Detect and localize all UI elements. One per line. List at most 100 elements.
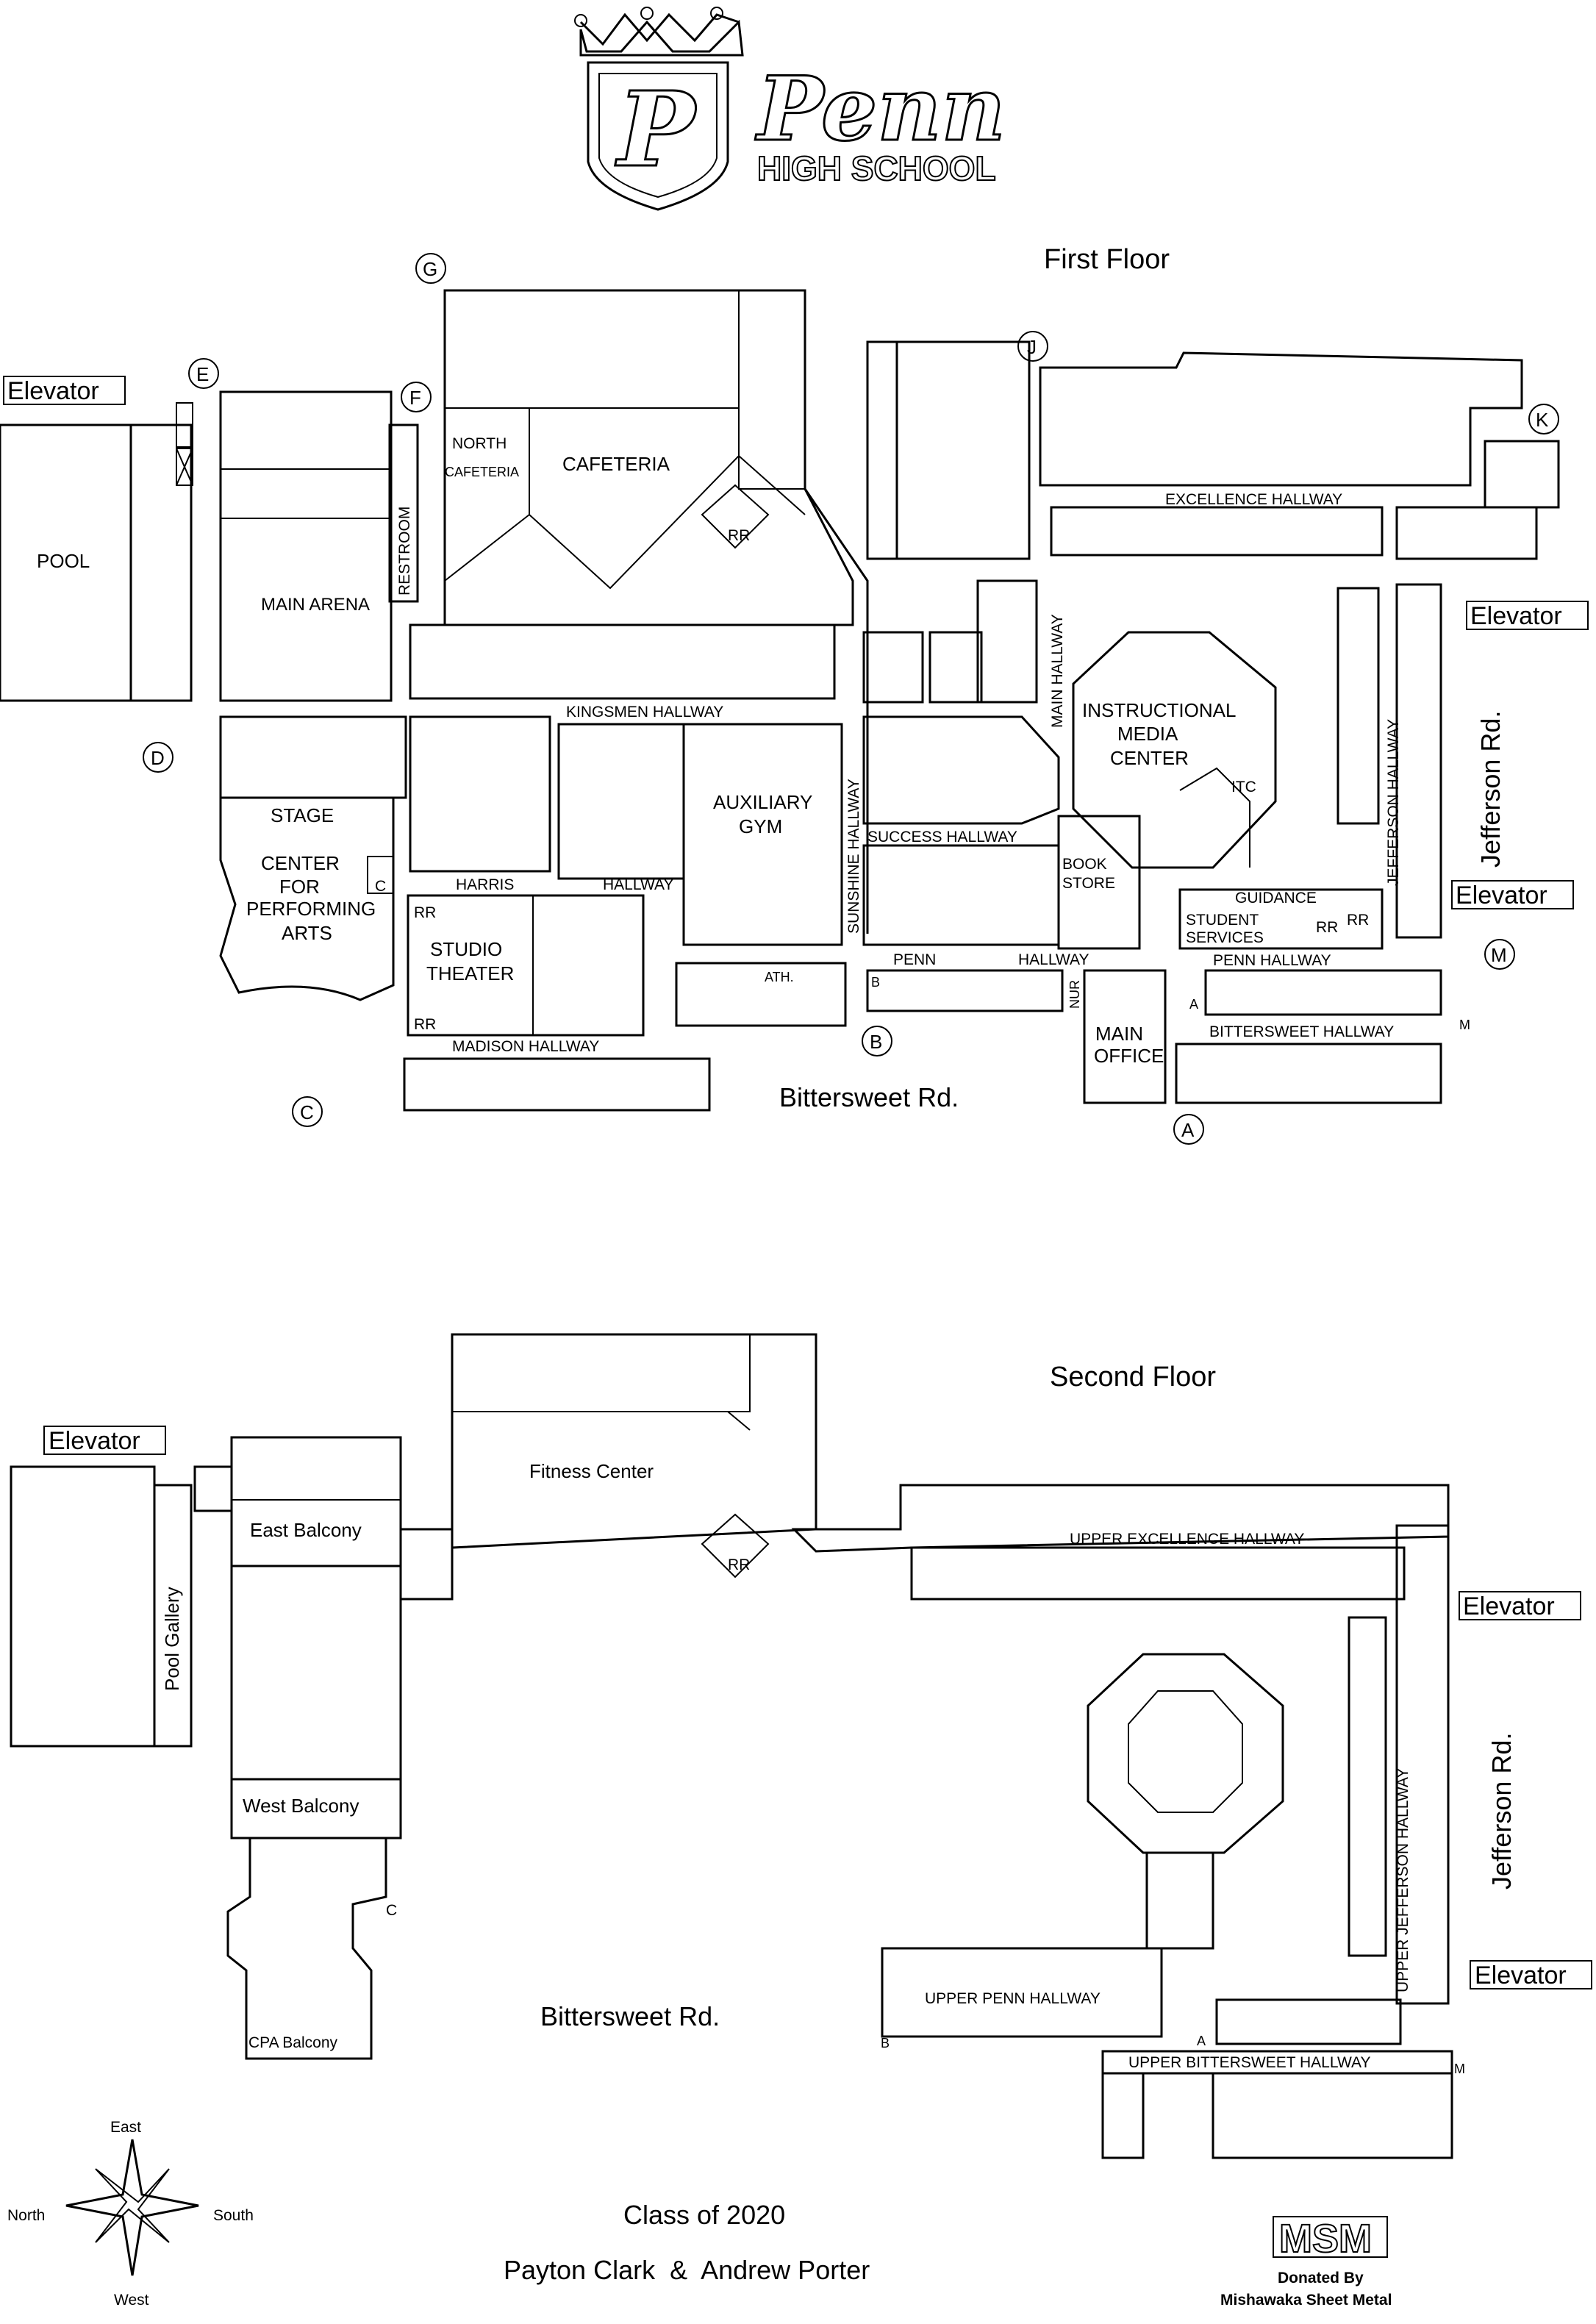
svg-text:A: A <box>1197 2034 1206 2048</box>
svg-text:MEDIA: MEDIA <box>1117 723 1178 745</box>
svg-text:M: M <box>1491 944 1507 966</box>
svg-text:A: A <box>1181 1119 1195 1141</box>
svg-text:HALLWAY: HALLWAY <box>603 876 673 893</box>
svg-text:Elevator: Elevator <box>7 377 99 405</box>
elevator-east-south: Elevator <box>1451 880 1574 909</box>
east-balcony <box>230 1436 402 1567</box>
fitness-center <box>451 1333 817 1549</box>
svg-text:RR: RR <box>728 1556 750 1573</box>
class-credit: Class of 2020 <box>623 2200 785 2230</box>
svg-text:PENN HALLWAY: PENN HALLWAY <box>1213 952 1331 969</box>
svg-text:M: M <box>1454 2062 1465 2076</box>
svg-text:B: B <box>871 975 880 990</box>
svg-text:M: M <box>1459 1018 1470 1032</box>
elevator-east-north: Elevator <box>1466 601 1589 630</box>
svg-text:MAIN ARENA: MAIN ARENA <box>261 595 370 615</box>
svg-text:RR: RR <box>728 527 750 544</box>
msm-donor-logo: MSM <box>1273 2216 1388 2262</box>
svg-text:CAFETERIA: CAFETERIA <box>562 453 670 475</box>
svg-text:G: G <box>423 258 437 280</box>
svg-text:RR: RR <box>1347 912 1369 929</box>
compass-rose: North South East West <box>7 2119 254 2309</box>
elevator-2f-east-south: Elevator <box>1470 1960 1592 1989</box>
student-services <box>1178 888 1384 950</box>
svg-text:THEATER: THEATER <box>426 962 514 984</box>
svg-text:UPPER BITTERSWEET HALLWAY: UPPER BITTERSWEET HALLWAY <box>1128 2054 1370 2071</box>
svg-text:C: C <box>386 1902 397 1919</box>
svg-text:STORE: STORE <box>1062 875 1115 892</box>
main-office <box>1083 969 1167 1104</box>
svg-text:D: D <box>151 747 165 769</box>
instructional-media-center <box>1072 631 1277 869</box>
svg-text:INSTRUCTIONAL: INSTRUCTIONAL <box>1082 699 1236 721</box>
svg-text:West Balcony: West Balcony <box>243 1795 359 1817</box>
brand-subtitle: HIGH SCHOOL <box>757 149 996 187</box>
svg-text:AUXILIARY: AUXILIARY <box>713 791 812 813</box>
restroom <box>388 423 419 603</box>
svg-text:FOR: FOR <box>279 876 320 898</box>
svg-text:Fitness Center: Fitness Center <box>529 1460 654 1482</box>
svg-text:PERFORMING: PERFORMING <box>246 898 376 920</box>
brand-name: Penn <box>755 57 1006 161</box>
svg-text:BITTERSWEET HALLWAY: BITTERSWEET HALLWAY <box>1209 1023 1394 1040</box>
elevator-west: Elevator <box>3 376 126 405</box>
compass-west: West <box>114 2292 149 2309</box>
svg-text:B: B <box>881 2036 890 2051</box>
svg-text:OFFICE: OFFICE <box>1094 1045 1164 1067</box>
svg-text:STUDENT: STUDENT <box>1186 912 1259 929</box>
imc-upper-octagon <box>1087 1653 1284 1854</box>
pool-gallery <box>153 1484 193 1748</box>
svg-text:F: F <box>409 387 421 409</box>
svg-text:JEFFERSON HALLWAY: JEFFERSON HALLWAY <box>1385 719 1402 886</box>
svg-text:BOOK: BOOK <box>1062 856 1107 873</box>
entrance-markers-first-floor: A B C D E F G J K M <box>143 253 1559 1145</box>
svg-text:RR: RR <box>414 904 436 921</box>
book-store <box>1057 815 1141 950</box>
second-floor-bittersweet-road: Bittersweet Rd. <box>540 2001 720 2031</box>
svg-text:Jefferson Rd.: Jefferson Rd. <box>1486 1733 1517 1889</box>
donated-by: Donated By <box>1278 2270 1364 2287</box>
svg-text:Elevator: Elevator <box>1470 602 1562 630</box>
svg-text:MADISON HALLWAY: MADISON HALLWAY <box>452 1038 599 1055</box>
svg-text:HARRIS: HARRIS <box>456 876 514 893</box>
main-arena <box>219 390 393 702</box>
svg-text:EXCELLENCE HALLWAY: EXCELLENCE HALLWAY <box>1165 491 1342 508</box>
compass-north: North <box>7 2207 45 2224</box>
svg-text:East Balcony: East Balcony <box>250 1519 362 1541</box>
svg-text:Elevator: Elevator <box>1475 1962 1567 1989</box>
svg-text:MAIN HALLWAY: MAIN HALLWAY <box>1049 614 1066 728</box>
first-floor-bittersweet-road: Bittersweet Rd. <box>779 1082 959 1112</box>
svg-text:MSM: MSM <box>1279 2217 1372 2261</box>
svg-text:MAIN: MAIN <box>1095 1023 1143 1045</box>
svg-text:RESTROOM: RESTROOM <box>396 507 413 596</box>
svg-text:GYM: GYM <box>739 815 782 837</box>
svg-text:CPA Balcony: CPA Balcony <box>248 2034 338 2051</box>
svg-text:UPPER EXCELLENCE HALLWAY: UPPER EXCELLENCE HALLWAY <box>1070 1531 1304 1548</box>
svg-text:A: A <box>1189 997 1198 1012</box>
stage <box>219 715 407 799</box>
svg-text:Jefferson Rd.: Jefferson Rd. <box>1475 711 1506 868</box>
svg-text:PENN: PENN <box>893 951 936 968</box>
svg-text:Elevator: Elevator <box>1456 882 1547 909</box>
compass-south: South <box>213 2207 254 2224</box>
svg-text:UPPER JEFFERSON HALLWAY: UPPER JEFFERSON HALLWAY <box>1395 1768 1411 1992</box>
svg-text:GUIDANCE: GUIDANCE <box>1235 890 1317 907</box>
compass-east: East <box>110 2119 141 2136</box>
elevator-2f-west: Elevator <box>43 1426 166 1455</box>
svg-text:STUDIO: STUDIO <box>430 938 502 960</box>
elevator-2f-east-north: Elevator <box>1459 1591 1581 1620</box>
svg-text:ATH.: ATH. <box>765 970 794 984</box>
svg-text:STAGE: STAGE <box>271 804 334 826</box>
svg-text:SERVICES: SERVICES <box>1186 929 1264 946</box>
svg-text:K: K <box>1536 409 1549 431</box>
svg-text:C: C <box>375 878 386 895</box>
svg-text:NORTH: NORTH <box>452 435 507 452</box>
auxiliary-gym <box>682 723 843 946</box>
svg-text:CENTER: CENTER <box>261 852 340 874</box>
svg-text:C: C <box>300 1101 314 1123</box>
svg-text:SUCCESS HALLWAY: SUCCESS HALLWAY <box>867 829 1017 845</box>
second-floor-title: Second Floor <box>1050 1362 1216 1392</box>
svg-text:POOL: POOL <box>37 550 90 572</box>
svg-text:KINGSMEN HALLWAY: KINGSMEN HALLWAY <box>566 704 723 721</box>
